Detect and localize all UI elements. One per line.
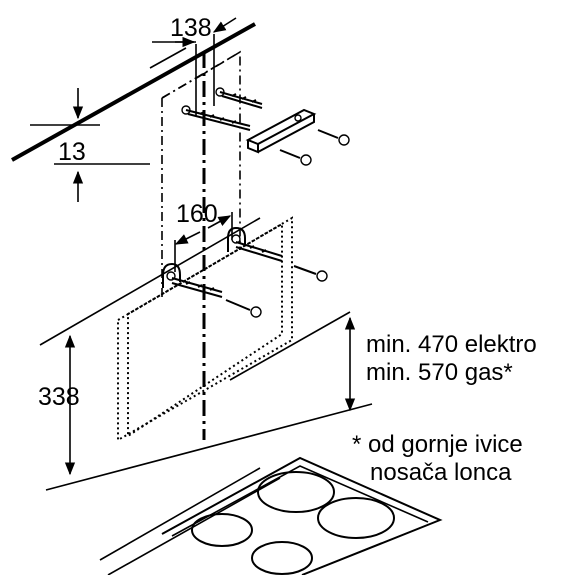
- dimension-138: 138: [152, 14, 237, 116]
- burner-front-left: [191, 513, 253, 547]
- dimension-160: 160: [174, 200, 233, 272]
- burner-back-right: [317, 497, 395, 539]
- burner-front-right: [251, 541, 313, 575]
- dimension-label-138: 138: [170, 14, 212, 42]
- burner-back-left: [257, 471, 335, 513]
- upper-mounting-bracket: [245, 108, 317, 154]
- upper-wall-plugs: [181, 87, 263, 131]
- upper-screws: [279, 129, 350, 166]
- clearance-electric: min. 470 elektro: [366, 331, 537, 358]
- cooktop: [99, 456, 443, 575]
- dimension-label-160: 160: [176, 200, 218, 228]
- lower-hooks: [162, 226, 246, 288]
- lower-wall-plugs: [171, 241, 328, 318]
- clearance-gas: min. 570 gas*: [366, 359, 513, 386]
- dimension-13: 13: [30, 88, 150, 202]
- chimney-outline: [161, 50, 241, 300]
- reference-lines: [39, 217, 373, 491]
- footnote-line-2: nosača lonca: [370, 459, 512, 486]
- dimension-label-13: 13: [58, 138, 86, 166]
- footnote-line-1: * od gornje ivice: [352, 431, 523, 458]
- dimension-338: 338: [38, 334, 80, 476]
- dimension-label-338: 338: [38, 383, 80, 411]
